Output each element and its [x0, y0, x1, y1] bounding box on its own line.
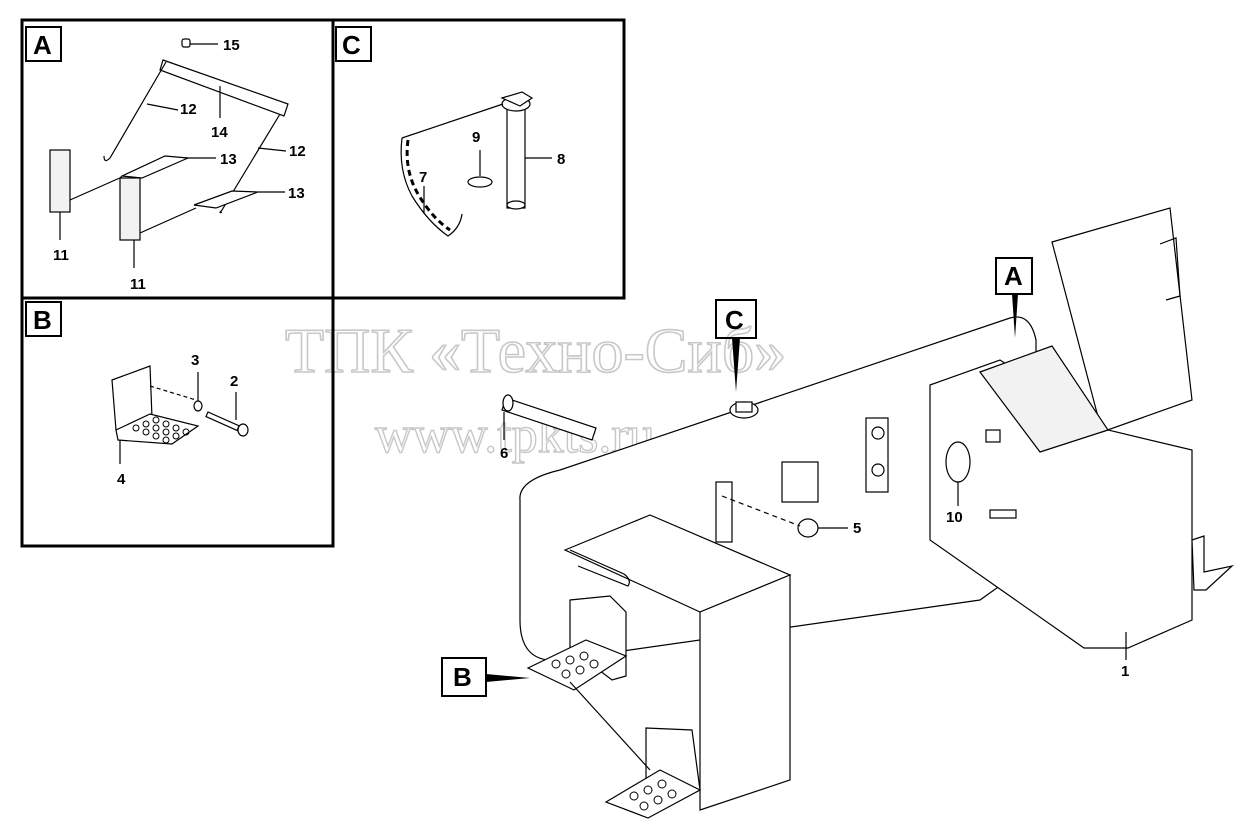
callout-14: 14	[211, 124, 228, 141]
callout-7: 7	[419, 169, 427, 186]
view-tag-a: A	[1004, 261, 1023, 291]
callout-11-right: 11	[130, 276, 146, 293]
detail-tag-b: B	[33, 305, 52, 335]
callout-2: 2	[230, 373, 238, 390]
detail-tag-c: C	[342, 30, 361, 60]
callout-4: 4	[117, 471, 126, 488]
detail-panel-a: A 15 12 14 13	[20, 18, 335, 300]
detail-b-parts	[111, 365, 249, 464]
detail-a-parts	[49, 38, 289, 268]
callout-9: 9	[472, 129, 480, 146]
view-tag-a-group: A	[995, 257, 1033, 338]
callout-3: 3	[191, 352, 199, 369]
callout-12-lower: 12	[289, 143, 306, 160]
callout-13-lower: 13	[288, 185, 305, 202]
view-tag-b-group: B	[441, 657, 530, 697]
callout-12-upper: 12	[180, 101, 197, 118]
detail-panel-b: B 3 2 4	[20, 296, 335, 548]
callout-11-left: 11	[53, 247, 69, 264]
callout-1: 1	[1121, 663, 1129, 680]
callout-8: 8	[557, 151, 565, 168]
watermark-company: ТПК «Техно-Сиб»	[285, 315, 786, 386]
view-tag-b: B	[453, 662, 472, 692]
view-tag-c: C	[725, 305, 744, 335]
detail-c-parts	[400, 91, 552, 237]
callout-15: 15	[223, 37, 240, 54]
detail-tag-a: A	[33, 30, 52, 60]
main-assembly	[501, 207, 1235, 819]
view-tag-c-group: C	[715, 299, 757, 392]
callout-10: 10	[946, 509, 963, 526]
detail-panel-c: C 9 8 7	[331, 18, 626, 300]
callout-6: 6	[500, 445, 508, 462]
callout-13-upper: 13	[220, 151, 237, 168]
callout-5: 5	[853, 520, 861, 537]
